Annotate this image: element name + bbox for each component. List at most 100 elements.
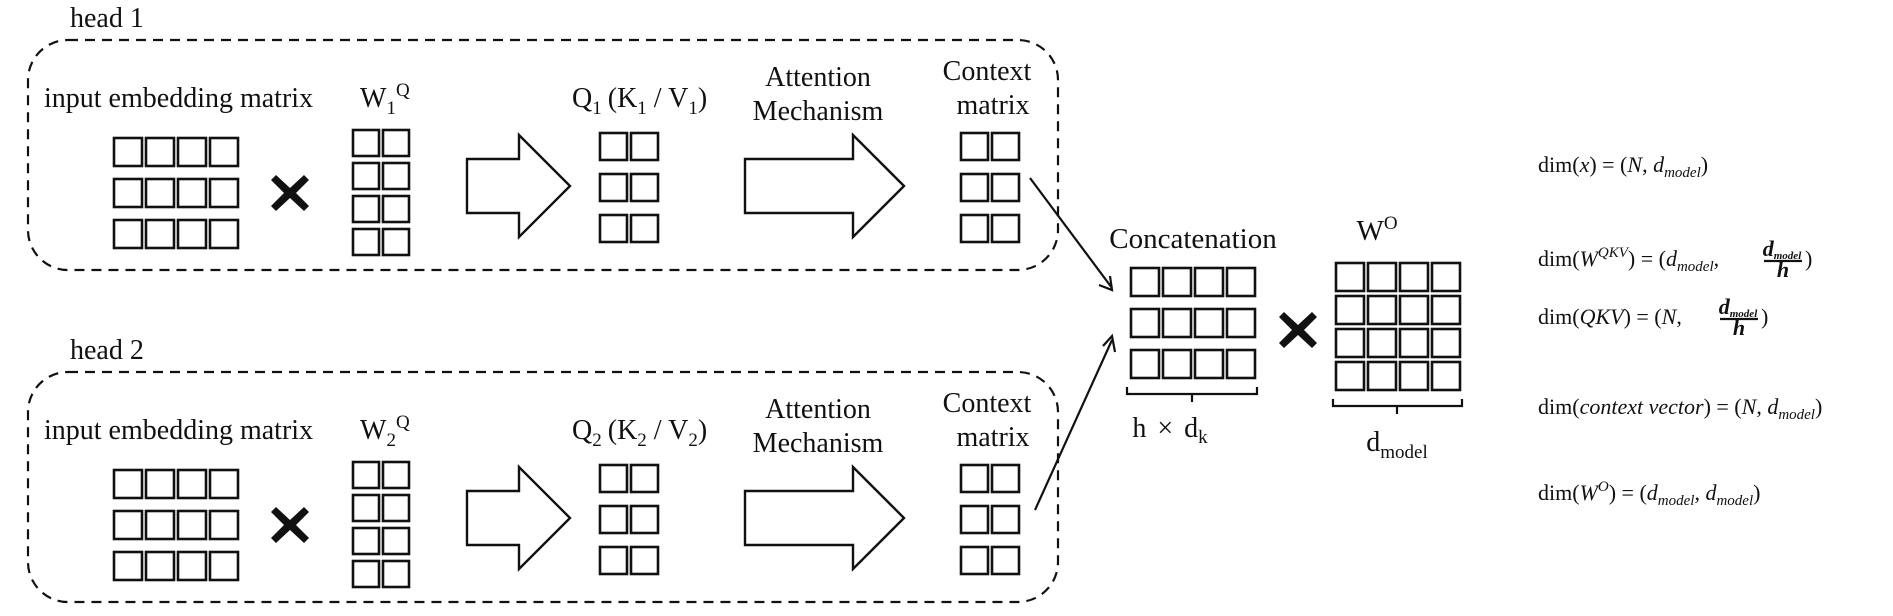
attention-arrow-icon bbox=[743, 464, 906, 572]
concatenation-cell bbox=[1161, 348, 1193, 380]
attention-label-line2: Mechanism bbox=[753, 428, 884, 459]
fraction-dmodel-over-h-1: dmodel h ) bbox=[1763, 236, 1813, 282]
connector-head2 bbox=[1033, 339, 1114, 511]
context-cell bbox=[990, 131, 1021, 162]
output-weight-cell bbox=[1430, 360, 1462, 392]
equation-dim-x: dim(x) = (N, dmodel) bbox=[1538, 152, 1708, 181]
qkv-label: Q1(K1 / V1) bbox=[572, 83, 707, 119]
context-cell bbox=[959, 504, 990, 535]
transform-arrow-icon bbox=[465, 132, 572, 240]
qkv-cell bbox=[629, 504, 660, 535]
concat-brace bbox=[1125, 387, 1259, 402]
input-embedding-cell bbox=[176, 550, 208, 582]
weight-q-matrix bbox=[351, 460, 411, 589]
output-weight-cell bbox=[1334, 261, 1366, 293]
context-label-line2: matrix bbox=[956, 90, 1029, 121]
output-weight-cell bbox=[1366, 360, 1398, 392]
input-embedding-label: input embedding matrix bbox=[44, 415, 313, 446]
qkv-cell bbox=[598, 213, 629, 244]
multiply-icon-output bbox=[1279, 312, 1317, 348]
qkv-cell bbox=[629, 172, 660, 203]
qkv-cell bbox=[629, 463, 660, 494]
attention-label-line2: Mechanism bbox=[753, 96, 884, 127]
connector-head1 bbox=[1029, 177, 1113, 289]
output-weight-cell bbox=[1430, 261, 1462, 293]
svg-text:dmodel: dmodel bbox=[1719, 294, 1758, 320]
qkv-matrix bbox=[598, 463, 660, 576]
output-weight-label: WO bbox=[1356, 213, 1397, 247]
output-weight-cell bbox=[1366, 294, 1398, 326]
weight-q-cell bbox=[381, 161, 411, 191]
context-cell bbox=[959, 213, 990, 244]
output-weight-dim-label: dmodel bbox=[1366, 427, 1428, 463]
qkv-cell bbox=[598, 131, 629, 162]
output-weight-cell bbox=[1398, 294, 1430, 326]
equation-dim-qkv: dim(QKV) = (N, bbox=[1538, 304, 1682, 329]
input-embedding-cell bbox=[208, 509, 240, 541]
weight-q-cell bbox=[351, 493, 381, 523]
weight-q-cell bbox=[351, 128, 381, 158]
context-cell bbox=[959, 172, 990, 203]
output-weight-cell bbox=[1398, 327, 1430, 359]
dimension-equations: dim(x) = (N, dmodel) dim(WQKV) = (dmodel… bbox=[1538, 152, 1822, 509]
input-embedding-cell bbox=[176, 509, 208, 541]
weight-q-cell bbox=[381, 194, 411, 224]
output-weight-matrix bbox=[1334, 261, 1462, 392]
input-embedding-cell bbox=[112, 177, 144, 209]
output-weight-cell bbox=[1366, 261, 1398, 293]
context-cell bbox=[990, 172, 1021, 203]
context-cell bbox=[990, 463, 1021, 494]
context-cell bbox=[959, 463, 990, 494]
svg-text:h: h bbox=[1777, 257, 1789, 282]
output-weight-brace bbox=[1331, 399, 1464, 414]
qkv-cell bbox=[629, 131, 660, 162]
context-cell bbox=[959, 131, 990, 162]
equation-dim-wo: dim(WO) = (dmodel, dmodel) bbox=[1538, 479, 1760, 509]
context-matrix bbox=[959, 131, 1021, 244]
attention-label-line1: Attention bbox=[765, 62, 871, 93]
weight-q-cell bbox=[351, 559, 381, 589]
output-weight-cell bbox=[1398, 261, 1430, 293]
output-weight-cell bbox=[1398, 360, 1430, 392]
input-embedding-cell bbox=[144, 509, 176, 541]
weight-q-matrix bbox=[351, 128, 411, 257]
context-label-line2: matrix bbox=[956, 422, 1029, 453]
input-embedding-cell bbox=[208, 468, 240, 500]
input-embedding-cell bbox=[208, 550, 240, 582]
output-weight-group: WO dmodel bbox=[1331, 213, 1464, 463]
input-embedding-cell bbox=[208, 218, 240, 250]
head-1-title: head 1 bbox=[70, 3, 144, 34]
connector-head1-arrowhead bbox=[1098, 275, 1114, 292]
attention-label-line1: Attention bbox=[765, 394, 871, 425]
qkv-label: Q2(K2 / V2) bbox=[572, 415, 707, 451]
context-label-line1: Context bbox=[943, 388, 1032, 419]
concatenation-cell bbox=[1225, 348, 1257, 380]
qkv-cell bbox=[629, 213, 660, 244]
input-embedding-cell bbox=[144, 468, 176, 500]
weight-q-cell bbox=[381, 493, 411, 523]
concatenation-cell bbox=[1129, 348, 1161, 380]
input-embedding-cell bbox=[112, 468, 144, 500]
weight-q-label: W1Q bbox=[360, 80, 410, 119]
multiply-icon bbox=[271, 507, 309, 543]
concatenation-cell bbox=[1225, 307, 1257, 339]
input-embedding-cell bbox=[208, 177, 240, 209]
qkv-cell bbox=[598, 172, 629, 203]
input-embedding-matrix bbox=[112, 136, 240, 250]
svg-text:): ) bbox=[1805, 246, 1812, 271]
head-2-container bbox=[26, 370, 1060, 604]
transform-arrow-icon bbox=[465, 464, 572, 572]
concatenation-cell bbox=[1193, 348, 1225, 380]
weight-q-cell bbox=[381, 227, 411, 257]
input-embedding-cell bbox=[144, 218, 176, 250]
multiply-icon bbox=[271, 175, 309, 211]
output-weight-cell bbox=[1430, 294, 1462, 326]
equation-dim-context: dim(context vector) = (N, dmodel) bbox=[1538, 394, 1822, 423]
output-weight-cell bbox=[1366, 327, 1398, 359]
weight-q-label: W2Q bbox=[360, 412, 410, 451]
input-embedding-matrix bbox=[112, 468, 240, 582]
svg-text:dmodel: dmodel bbox=[1763, 236, 1802, 262]
concatenation-cell bbox=[1193, 266, 1225, 298]
